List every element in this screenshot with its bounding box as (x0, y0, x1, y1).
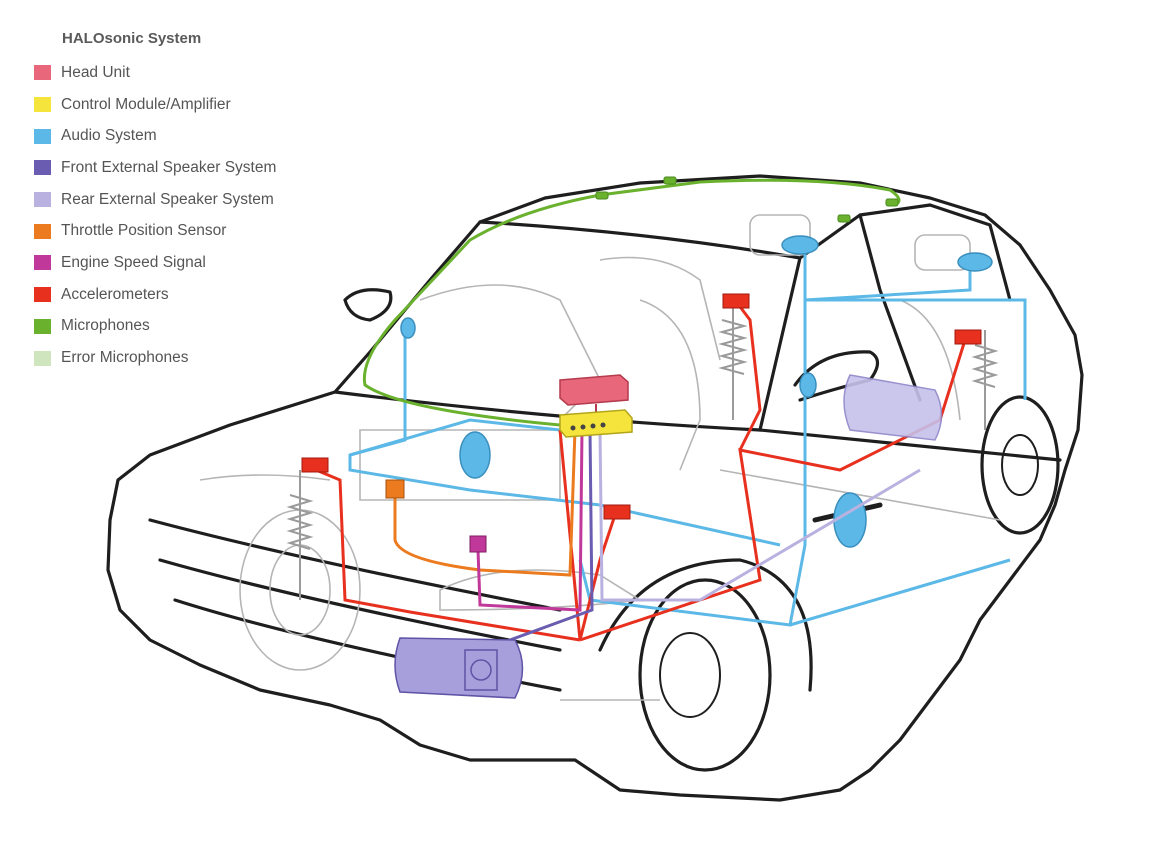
microphone-3 (837, 214, 851, 223)
front-right-strut (718, 300, 748, 420)
legend-label: Throttle Position Sensor (61, 222, 227, 240)
legend-label: Rear External Speaker System (61, 190, 274, 208)
rear-external-speaker (843, 374, 943, 441)
legend-label: Control Module/Amplifier (61, 95, 231, 113)
accelerometer-rear (954, 329, 982, 345)
legend-swatch (34, 160, 51, 176)
microphones (595, 176, 899, 223)
front-external-speaker (394, 637, 524, 699)
legend-swatch (34, 318, 51, 334)
legend-swatch (34, 192, 51, 208)
rear-strut (971, 330, 999, 430)
legend-item: Audio System (34, 120, 276, 152)
legend-item: Accelerometers (34, 279, 276, 311)
legend-item: Engine Speed Signal (34, 247, 276, 279)
rear-external-speaker-wiring (598, 429, 921, 602)
legend-label: Head Unit (61, 63, 130, 81)
legend-swatch (34, 223, 51, 239)
legend-swatch (34, 287, 51, 303)
legend-item: Rear External Speaker System (34, 184, 276, 216)
legend-label: Accelerometers (61, 285, 169, 303)
accelerometers (301, 293, 982, 520)
front-left-strut (286, 470, 314, 600)
head-unit (559, 374, 629, 415)
engine-speed-sensor (469, 535, 487, 553)
legend-label: Front External Speaker System (61, 158, 277, 176)
legend-swatch (34, 97, 51, 113)
legend-item: Throttle Position Sensor (34, 215, 276, 247)
front-external-speaker-wiring (489, 429, 594, 652)
accelerometer-center (603, 504, 631, 520)
legend-swatch (34, 350, 51, 366)
legend-swatch (34, 255, 51, 271)
throttle-position-sensor (385, 479, 405, 499)
legend-item: Microphones (34, 311, 276, 343)
speaker-door-rear (833, 492, 867, 548)
microphone-wiring (362, 178, 901, 427)
speaker-door-front (459, 431, 491, 479)
audio-speakers (400, 235, 993, 548)
speaker-rear-shelf-right (957, 252, 993, 272)
audio-system-wiring (348, 250, 1027, 627)
legend-label: Engine Speed Signal (61, 253, 206, 271)
microphone-1 (595, 191, 609, 200)
speaker-pillar (799, 372, 817, 398)
legend-title: HALOsonic System (62, 30, 202, 47)
accelerometer-front-left (301, 457, 329, 473)
legend-item: Error Microphones (34, 342, 276, 374)
microphone-2 (663, 176, 677, 185)
speaker-dash-left (400, 317, 416, 339)
microphone-4 (885, 198, 899, 207)
engine-speed-wiring (476, 429, 584, 612)
legend-swatch (34, 65, 51, 81)
legend-swatch (34, 128, 51, 144)
speaker-rear-shelf-left (781, 235, 819, 255)
control-module-amplifier (559, 409, 633, 438)
legend-item: Control Module/Amplifier (34, 89, 276, 121)
legend-label: Error Microphones (61, 349, 189, 367)
legend-item: Front External Speaker System (34, 152, 276, 184)
legend-label: Microphones (61, 317, 150, 335)
legend-label: Audio System (61, 127, 157, 145)
legend-item: Head Unit (34, 57, 276, 89)
accelerometer-front-right (722, 293, 750, 309)
car-body (106, 174, 1084, 802)
